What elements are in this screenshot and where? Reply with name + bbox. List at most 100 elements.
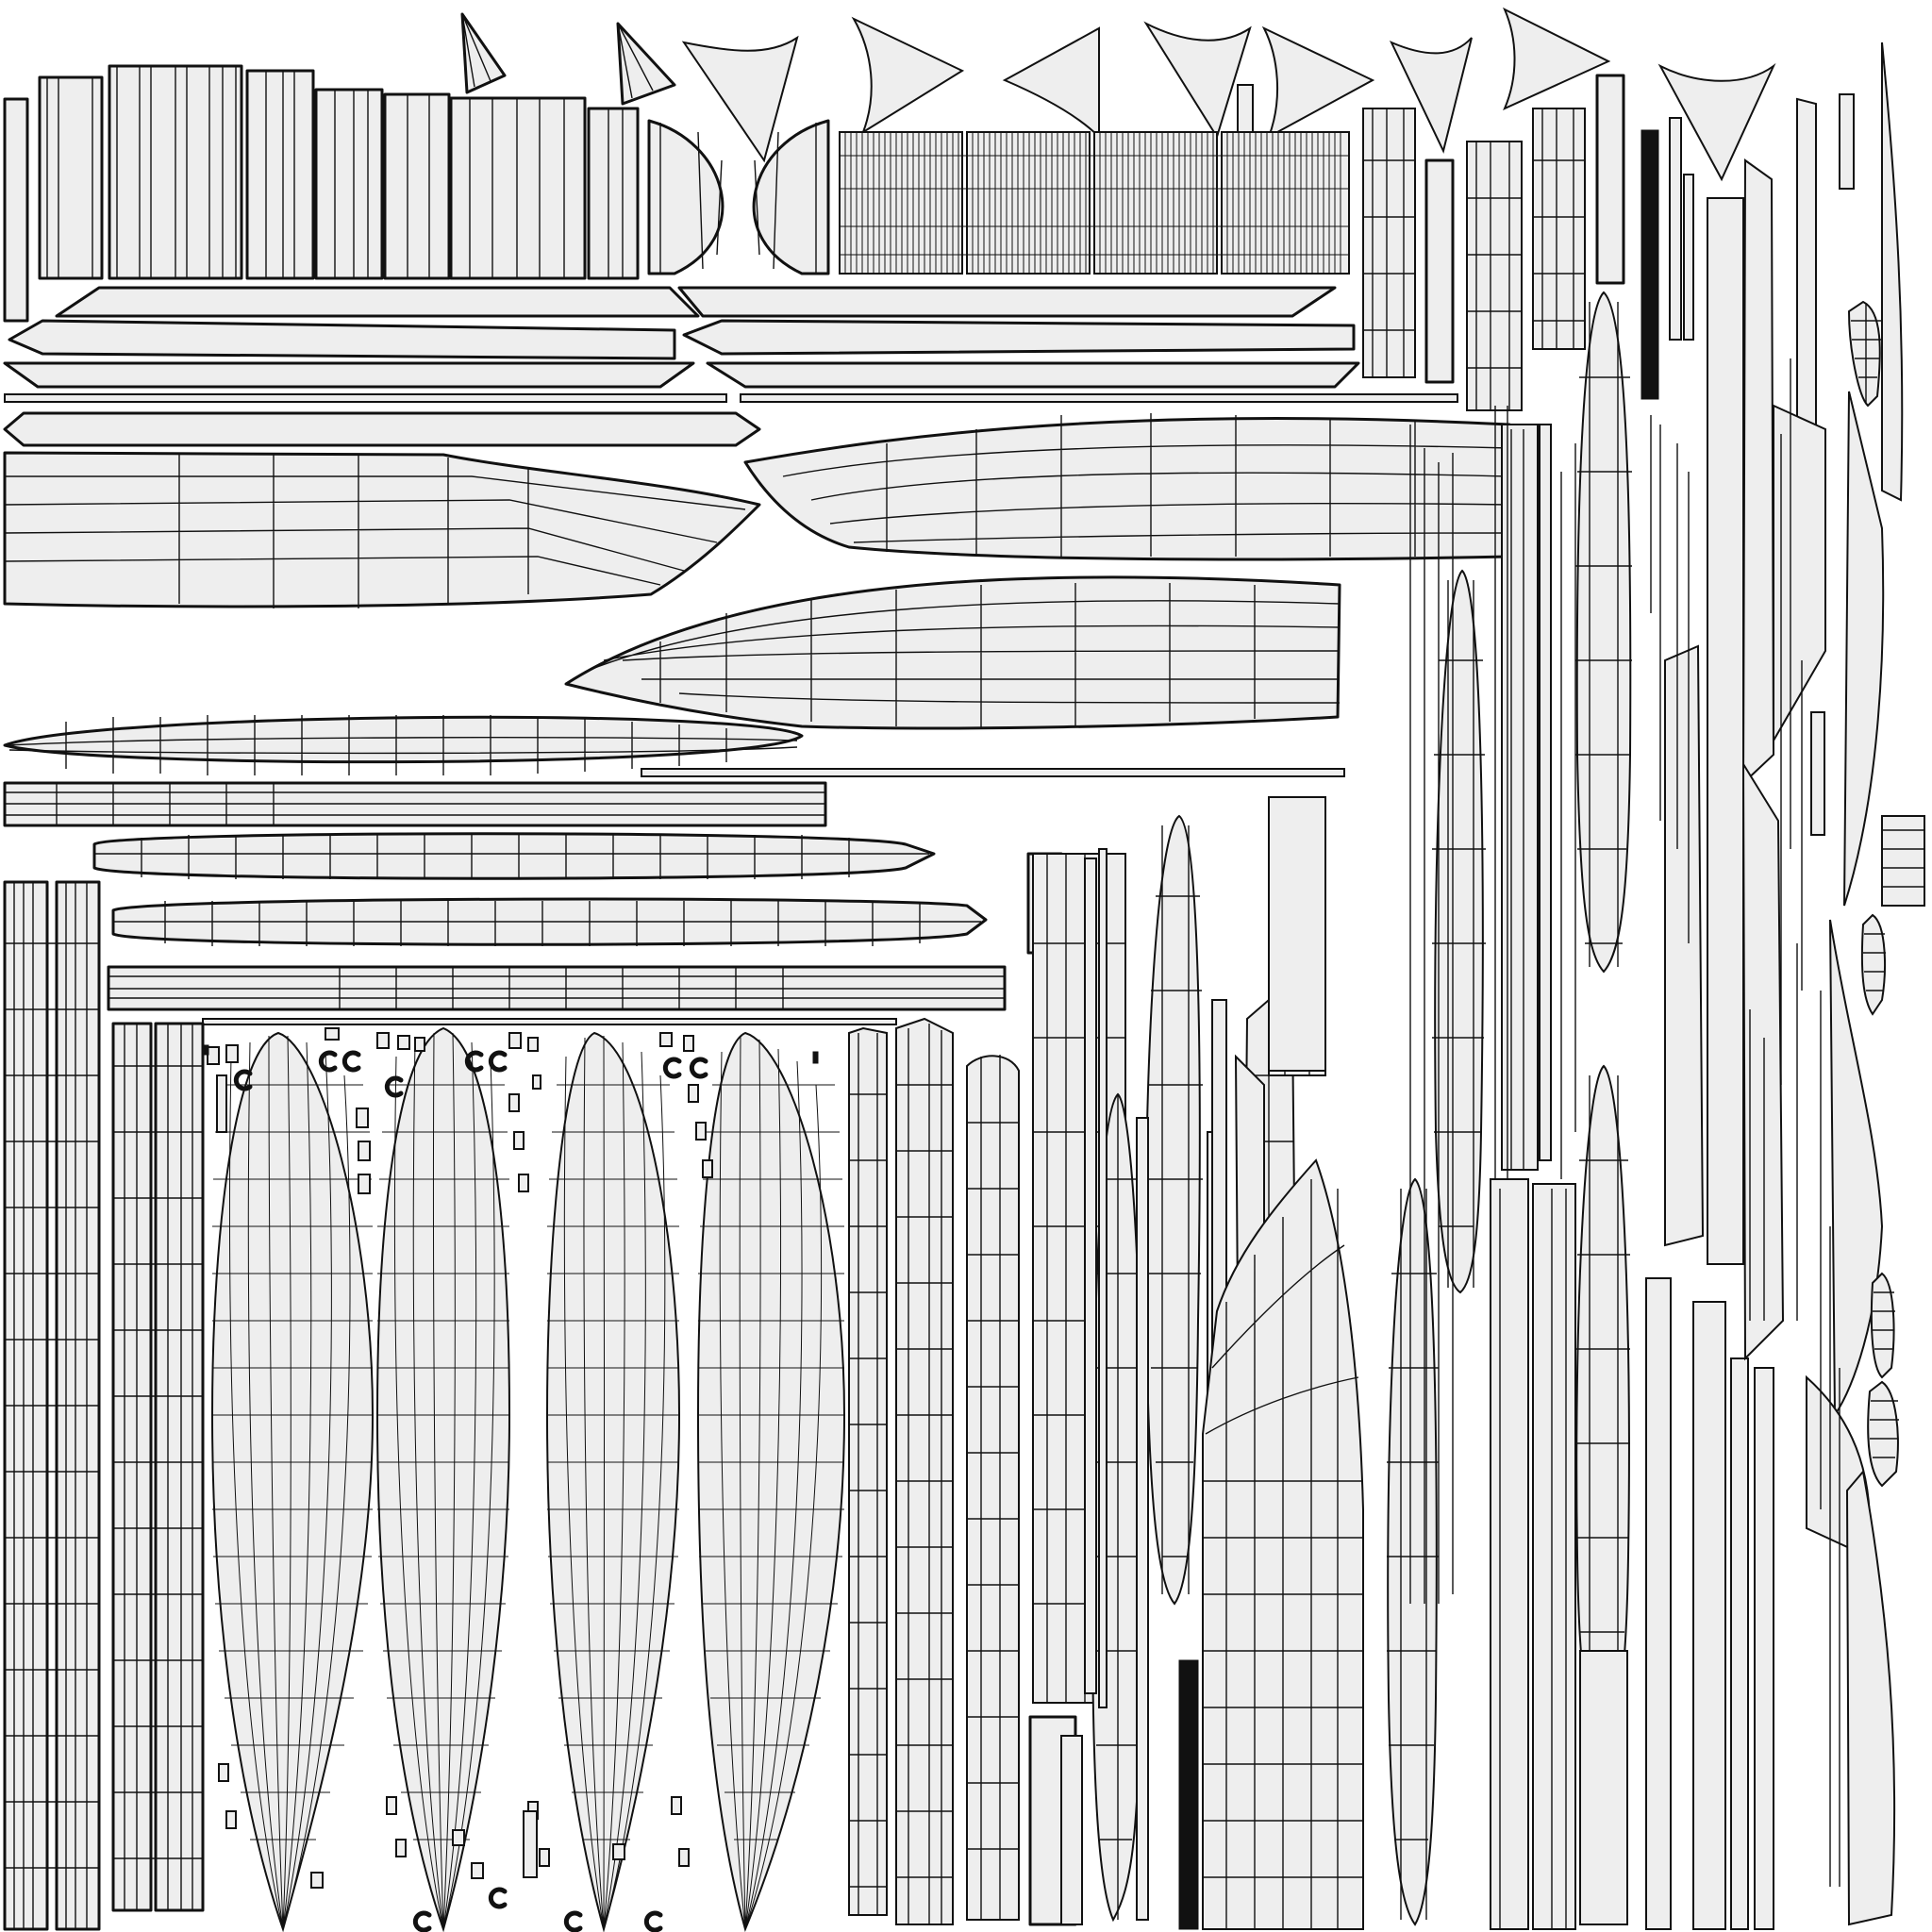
mid-strip-c	[966, 1055, 1020, 1921]
chunk-d	[1268, 796, 1326, 1072]
chunk-b	[1466, 141, 1523, 411]
lens-d	[1434, 569, 1484, 1294]
sliver-l	[1692, 1301, 1726, 1930]
panel-strip-h	[587, 107, 640, 280]
keel-group	[3, 715, 1345, 1025]
blade-c	[1881, 42, 1904, 502]
ribbed-strip-b	[966, 131, 1091, 275]
fin-g	[1502, 7, 1611, 110]
triangle-a	[460, 12, 507, 94]
hull-panel-c	[564, 575, 1341, 730]
sliver-i	[1532, 1183, 1576, 1930]
pod-c	[1870, 1272, 1895, 1379]
mesh-leaf-b	[375, 1026, 511, 1932]
sliver-m	[1730, 1357, 1749, 1930]
sliver-j	[1579, 1650, 1628, 1925]
lens-g	[1575, 1064, 1630, 1747]
plank-a	[55, 286, 700, 318]
hook-e	[662, 1057, 682, 1079]
mesh-leaf-group	[210, 1026, 846, 1932]
rail-b	[740, 393, 1458, 403]
blade-e	[1741, 760, 1785, 1361]
pod-d	[1867, 1380, 1899, 1488]
hull-panel-group	[3, 413, 1511, 730]
left-column-c	[111, 1022, 153, 1912]
plank-f	[706, 361, 1360, 389]
hook-d	[488, 1050, 508, 1073]
rail-d	[202, 1018, 897, 1025]
panel-strip-f	[383, 92, 451, 280]
plank-c	[8, 319, 676, 360]
blade-f	[1829, 919, 1884, 1419]
panel-strip-g	[449, 96, 587, 280]
ribbed-strip-group	[839, 131, 1350, 275]
hook-c	[464, 1050, 484, 1073]
hook-f	[689, 1057, 708, 1079]
hook-k	[563, 1910, 583, 1932]
thin-rail-b	[1098, 848, 1108, 1708]
thin-rail-a	[1084, 858, 1097, 1694]
plank-group	[3, 286, 1458, 447]
fin-e	[1261, 25, 1375, 140]
ribbed-strip-d	[1221, 131, 1350, 275]
bar-right-a	[1810, 711, 1825, 836]
chunk-e	[1881, 815, 1925, 907]
sliver-k	[1645, 1277, 1672, 1930]
thin-rail-c	[1136, 1117, 1149, 1921]
pod-a	[1847, 300, 1881, 408]
panel-strip-e	[314, 88, 384, 280]
fin-b	[851, 16, 965, 135]
hull-panel-b	[743, 417, 1511, 561]
fin-group	[681, 7, 1776, 182]
chunk-a	[1362, 108, 1416, 378]
panel-strip-a	[3, 97, 29, 323]
fin-a	[681, 35, 799, 163]
right-region-group	[1268, 42, 1925, 1930]
pod-b	[1860, 913, 1886, 1016]
blade-a	[1741, 158, 1775, 786]
top-triangle-group	[460, 12, 830, 275]
rail-c	[641, 768, 1345, 777]
lens-f	[1575, 291, 1632, 974]
panel-strip-d	[245, 69, 315, 280]
half-disc-right	[752, 119, 830, 275]
chunk-c	[1532, 108, 1586, 350]
bar-right-b	[1839, 93, 1855, 190]
blade-i	[1664, 644, 1705, 1247]
plank-g	[3, 411, 761, 447]
mid-strip-group	[848, 814, 1296, 1930]
panel-strip-b	[38, 75, 104, 280]
left-column-d	[154, 1022, 205, 1912]
hook-j	[488, 1887, 508, 1909]
blade-j	[1773, 404, 1826, 744]
top-panel-wires	[46, 66, 624, 278]
keel-c	[92, 832, 936, 880]
mid-strip-b	[895, 1017, 954, 1925]
fin-d	[1143, 21, 1252, 140]
mid-box-b	[1060, 1735, 1083, 1925]
fin-h	[1657, 62, 1776, 182]
dark-rail-a	[1178, 1659, 1199, 1930]
dark-sliver	[1641, 129, 1659, 400]
top-panel-group	[3, 64, 640, 323]
lens-b	[1144, 814, 1201, 1606]
hook-l	[643, 1910, 663, 1932]
small-parts-group	[202, 1027, 819, 1932]
blade-d	[1843, 391, 1885, 907]
lens-e	[1387, 1177, 1438, 1926]
plank-d	[682, 319, 1356, 356]
sliver-h	[1490, 1178, 1529, 1930]
ribbed-strip-c	[1093, 131, 1218, 275]
tiny-block-top	[1237, 84, 1254, 138]
fin-c	[1002, 26, 1100, 140]
sliver-b	[1595, 74, 1625, 285]
rail-a	[4, 393, 727, 403]
triangle-b	[616, 22, 676, 106]
hook-g	[233, 1069, 253, 1091]
blade-h	[1845, 1469, 1896, 1926]
hook-h	[384, 1075, 404, 1098]
half-disc-left	[647, 119, 724, 275]
left-column-group	[3, 880, 205, 1931]
hook-i	[412, 1910, 432, 1932]
